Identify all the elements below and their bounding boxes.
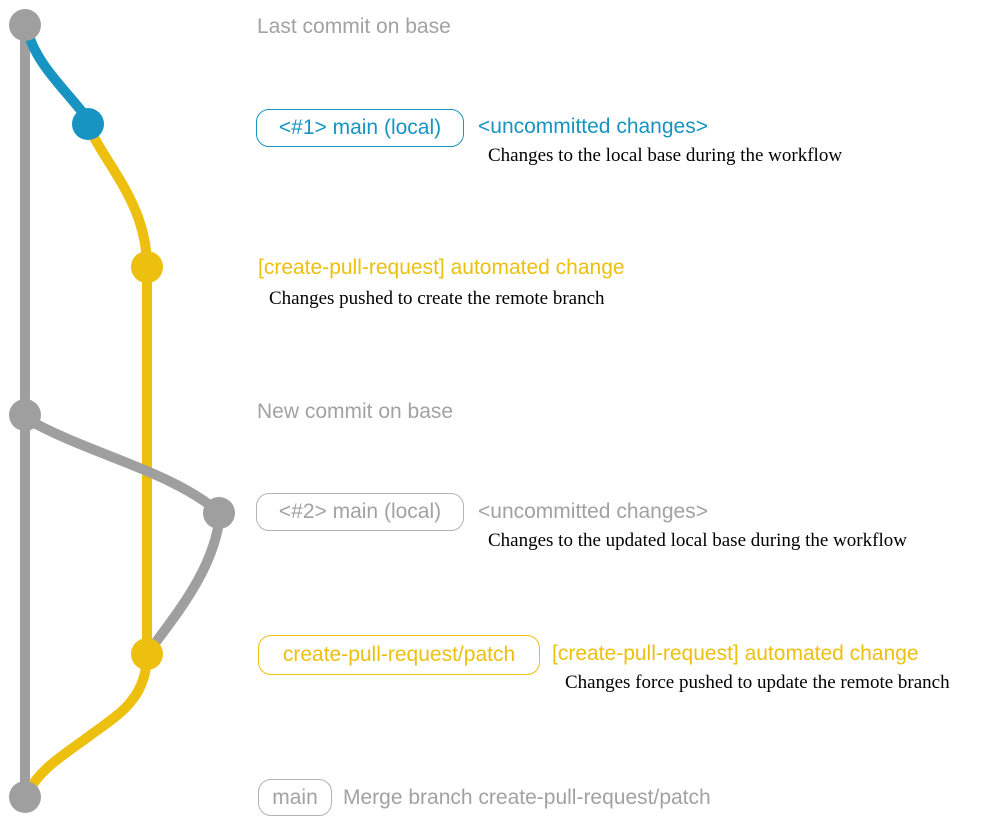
commit-dot-automated-change-1 bbox=[131, 251, 163, 283]
commit-graph bbox=[9, 9, 235, 813]
branch-badge-create-pull-request-patch: create-pull-request/patch bbox=[258, 635, 540, 675]
commit-dot-main-local-2 bbox=[203, 497, 235, 529]
commit-dot-new-base bbox=[9, 399, 41, 431]
branch-badge-main-local-1: <#1> main (local) bbox=[256, 109, 464, 147]
commit-dot-automated-change-2 bbox=[131, 638, 163, 670]
branch-badge-main: main bbox=[258, 779, 332, 816]
create-pull-request-branch-line bbox=[22, 121, 152, 799]
main-local-2-branch-line-back bbox=[145, 508, 225, 655]
label-new-commit-on-base: New commit on base bbox=[257, 400, 454, 423]
label-uncommitted-changes-2: <uncommitted changes> bbox=[478, 500, 708, 523]
main-local-1-branch-line bbox=[22, 23, 92, 123]
desc-uncommitted-changes-1: Changes to the local base during the wor… bbox=[488, 145, 843, 166]
commit-dot-last-base bbox=[9, 9, 41, 41]
desc-automated-change-2: Changes force pushed to update the remot… bbox=[565, 672, 950, 693]
desc-automated-change-1: Changes pushed to create the remote bran… bbox=[269, 288, 605, 309]
label-uncommitted-changes-1: <uncommitted changes> bbox=[478, 115, 708, 138]
main-local-2-branch-line-out bbox=[20, 413, 225, 518]
label-last-commit-on-base: Last commit on base bbox=[257, 15, 451, 38]
label-merge-branch: Merge branch create-pull-request/patch bbox=[343, 786, 711, 809]
branch-badge-main-local-2: <#2> main (local) bbox=[256, 493, 464, 531]
commit-dot-merge bbox=[9, 781, 41, 813]
desc-uncommitted-changes-2: Changes to the updated local base during… bbox=[488, 530, 907, 551]
label-automated-change-1: [create-pull-request] automated change bbox=[258, 256, 625, 279]
commit-dot-main-local-1 bbox=[72, 108, 104, 140]
label-automated-change-2: [create-pull-request] automated change bbox=[552, 642, 919, 665]
